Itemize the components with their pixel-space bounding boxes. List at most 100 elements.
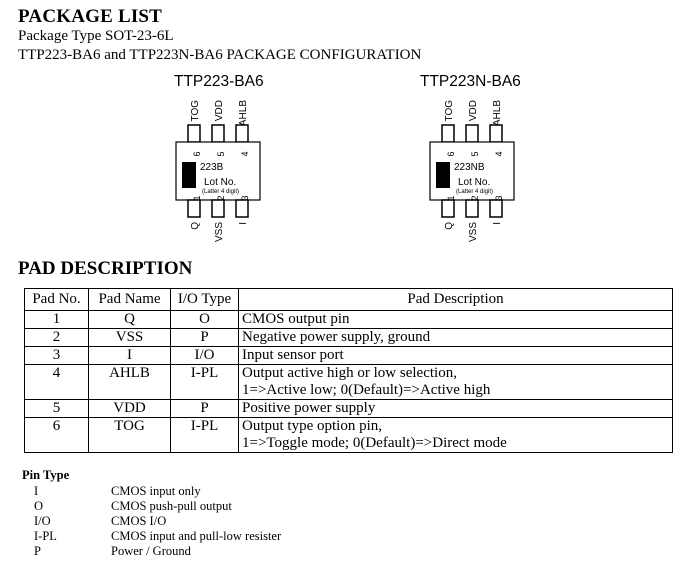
chip-b-pin2-name: VSS bbox=[468, 222, 479, 242]
chip-b-pin6-name: TOG bbox=[444, 100, 455, 122]
io-type: I-PL bbox=[170, 364, 239, 400]
pad-desc-line: 1=>Active low; 0(Default)=>Active high bbox=[242, 382, 491, 398]
io-type: I-PL bbox=[170, 417, 239, 453]
chip-a-pin5 bbox=[211, 124, 225, 143]
package-type-line: Package Type SOT-23-6L bbox=[18, 28, 174, 44]
chip-a-pin3 bbox=[235, 199, 249, 218]
pad-desc-line: Positive power supply bbox=[242, 400, 376, 416]
chip-b-pin1 bbox=[441, 199, 455, 218]
pad-no: 6 bbox=[24, 417, 89, 453]
table-row: 6 TOG I-PL Output type option pin, 1=>To… bbox=[24, 417, 673, 453]
pad-desc-line: Negative power supply, ground bbox=[242, 329, 431, 345]
pad-name: TOG bbox=[88, 417, 171, 453]
package-config-line: TTP223-BA6 and TTP223N-BA6 PACKAGE CONFI… bbox=[18, 47, 422, 63]
chip-a-mark: 223B bbox=[200, 162, 224, 173]
pad-desc: Positive power supply bbox=[238, 399, 673, 418]
chip-a-pin4-num: 4 bbox=[240, 151, 250, 156]
chip-b-diagram: TOG VDD AHLB 6 5 4 223NB Lot No. (Latter… bbox=[429, 100, 515, 242]
pin-type-desc: CMOS input and pull-low resister bbox=[111, 529, 282, 543]
chip-b-lot: Lot No. bbox=[458, 177, 490, 188]
chip-a-pin6-name: TOG bbox=[190, 100, 201, 122]
chip-a-pin5-name: VDD bbox=[214, 100, 225, 121]
chip-b-title: TTP223N-BA6 bbox=[420, 73, 521, 90]
pad-no: 4 bbox=[24, 364, 89, 400]
chip-b-pin6-num: 6 bbox=[446, 151, 456, 156]
pin-type-desc: Power / Ground bbox=[111, 544, 191, 558]
pin-type-desc: CMOS input only bbox=[111, 484, 201, 498]
pin-type-code: I/O bbox=[34, 514, 51, 528]
chip-a-pin2 bbox=[211, 199, 225, 218]
chip-b-pin4 bbox=[489, 124, 503, 143]
pad-name: I bbox=[88, 346, 171, 365]
chip-b-pin5-num: 5 bbox=[470, 151, 480, 156]
pad-name: Q bbox=[88, 310, 171, 329]
pad-name: VSS bbox=[88, 328, 171, 347]
col-header-io-type: I/O Type bbox=[170, 288, 239, 311]
chip-a-pin6 bbox=[187, 124, 201, 143]
pin-type-code: I bbox=[34, 484, 39, 498]
pad-desc: Negative power supply, ground bbox=[238, 328, 673, 347]
pad-desc: CMOS output pin bbox=[238, 310, 673, 329]
chip-a-diagram: TOG VDD AHLB 6 5 4 223B Lot No. (Latter … bbox=[175, 100, 261, 242]
pad-name: VDD bbox=[88, 399, 171, 418]
table-row: 4 AHLB I-PL Output active high or low se… bbox=[24, 364, 673, 400]
io-type: P bbox=[170, 399, 239, 418]
table-row: 5 VDD P Positive power supply bbox=[24, 399, 673, 418]
pad-description-table: Pad No. Pad Name I/O Type Pad Descriptio… bbox=[24, 288, 673, 453]
col-header-pad-description: Pad Description bbox=[238, 288, 673, 311]
pad-desc: Input sensor port bbox=[238, 346, 673, 365]
chip-a-pin2-num: 2 bbox=[216, 195, 226, 200]
col-header-pad-no: Pad No. bbox=[24, 288, 89, 311]
chip-a-pin4-name: AHLB bbox=[238, 100, 249, 126]
chip-b-pin4-num: 4 bbox=[494, 151, 504, 156]
table-row: 2 VSS P Negative power supply, ground bbox=[24, 328, 673, 347]
pin-type-desc: CMOS I/O bbox=[111, 514, 167, 528]
chip-b-pin1-name: Q bbox=[444, 222, 455, 230]
io-type: P bbox=[170, 328, 239, 347]
chip-a-title: TTP223-BA6 bbox=[174, 73, 264, 90]
chip-b-pin6 bbox=[441, 124, 455, 143]
io-type: O bbox=[170, 310, 239, 329]
table-row: 3 I I/O Input sensor port bbox=[24, 346, 673, 365]
chip-b-mark: 223NB bbox=[454, 162, 485, 173]
chip-b-pin1-num: 1 bbox=[446, 195, 456, 200]
chip-a-pin1 bbox=[187, 199, 201, 218]
chip-a-pin3-name: I bbox=[238, 222, 249, 225]
chip-b-pin2 bbox=[465, 199, 479, 218]
chip-b-pin3 bbox=[489, 199, 503, 218]
pad-desc-line: Input sensor port bbox=[242, 347, 344, 363]
col-header-pad-name: Pad Name bbox=[88, 288, 171, 311]
chip-a-pin1-name: Q bbox=[190, 222, 201, 230]
pad-desc: Output active high or low selection, 1=>… bbox=[238, 364, 673, 400]
pad-description-heading: PAD DESCRIPTION bbox=[18, 258, 193, 279]
chip-a-pin1-num: 1 bbox=[192, 195, 202, 200]
chip-a-pin3-num: 3 bbox=[240, 195, 250, 200]
chip-b-pin5 bbox=[465, 124, 479, 143]
pad-desc-line: 1=>Toggle mode; 0(Default)=>Direct mode bbox=[242, 435, 507, 451]
chip-a-pin1-marker bbox=[182, 162, 196, 188]
pad-desc-line: Output active high or low selection, bbox=[242, 365, 457, 381]
pad-no: 5 bbox=[24, 399, 89, 418]
pad-desc-line: CMOS output pin bbox=[242, 311, 350, 327]
pad-no: 2 bbox=[24, 328, 89, 347]
chip-b-pin2-num: 2 bbox=[470, 195, 480, 200]
chip-b-lot-note: (Latter 4 digit) bbox=[456, 189, 493, 195]
chip-a-lot-note: (Latter 4 digit) bbox=[202, 189, 239, 195]
chip-a-pin4 bbox=[235, 124, 249, 143]
table-header-row: Pad No. Pad Name I/O Type Pad Descriptio… bbox=[24, 288, 673, 311]
pad-name: AHLB bbox=[88, 364, 171, 400]
chip-b-pin5-name: VDD bbox=[468, 100, 479, 121]
pin-type-desc: CMOS push-pull output bbox=[111, 499, 232, 513]
pad-no: 3 bbox=[24, 346, 89, 365]
pin-type-heading: Pin Type bbox=[22, 468, 70, 482]
package-list-heading: PACKAGE LIST bbox=[18, 6, 163, 27]
io-type: I/O bbox=[170, 346, 239, 365]
pad-no: 1 bbox=[24, 310, 89, 329]
pad-desc-line: Output type option pin, bbox=[242, 418, 382, 434]
pad-desc: Output type option pin, 1=>Toggle mode; … bbox=[238, 417, 673, 453]
chip-a-pin2-name: VSS bbox=[214, 222, 225, 242]
pin-type-code: O bbox=[34, 499, 44, 513]
pin-type-code: I-PL bbox=[34, 529, 57, 543]
pin-type-code: P bbox=[34, 544, 41, 558]
chip-a-pin5-num: 5 bbox=[216, 151, 226, 156]
